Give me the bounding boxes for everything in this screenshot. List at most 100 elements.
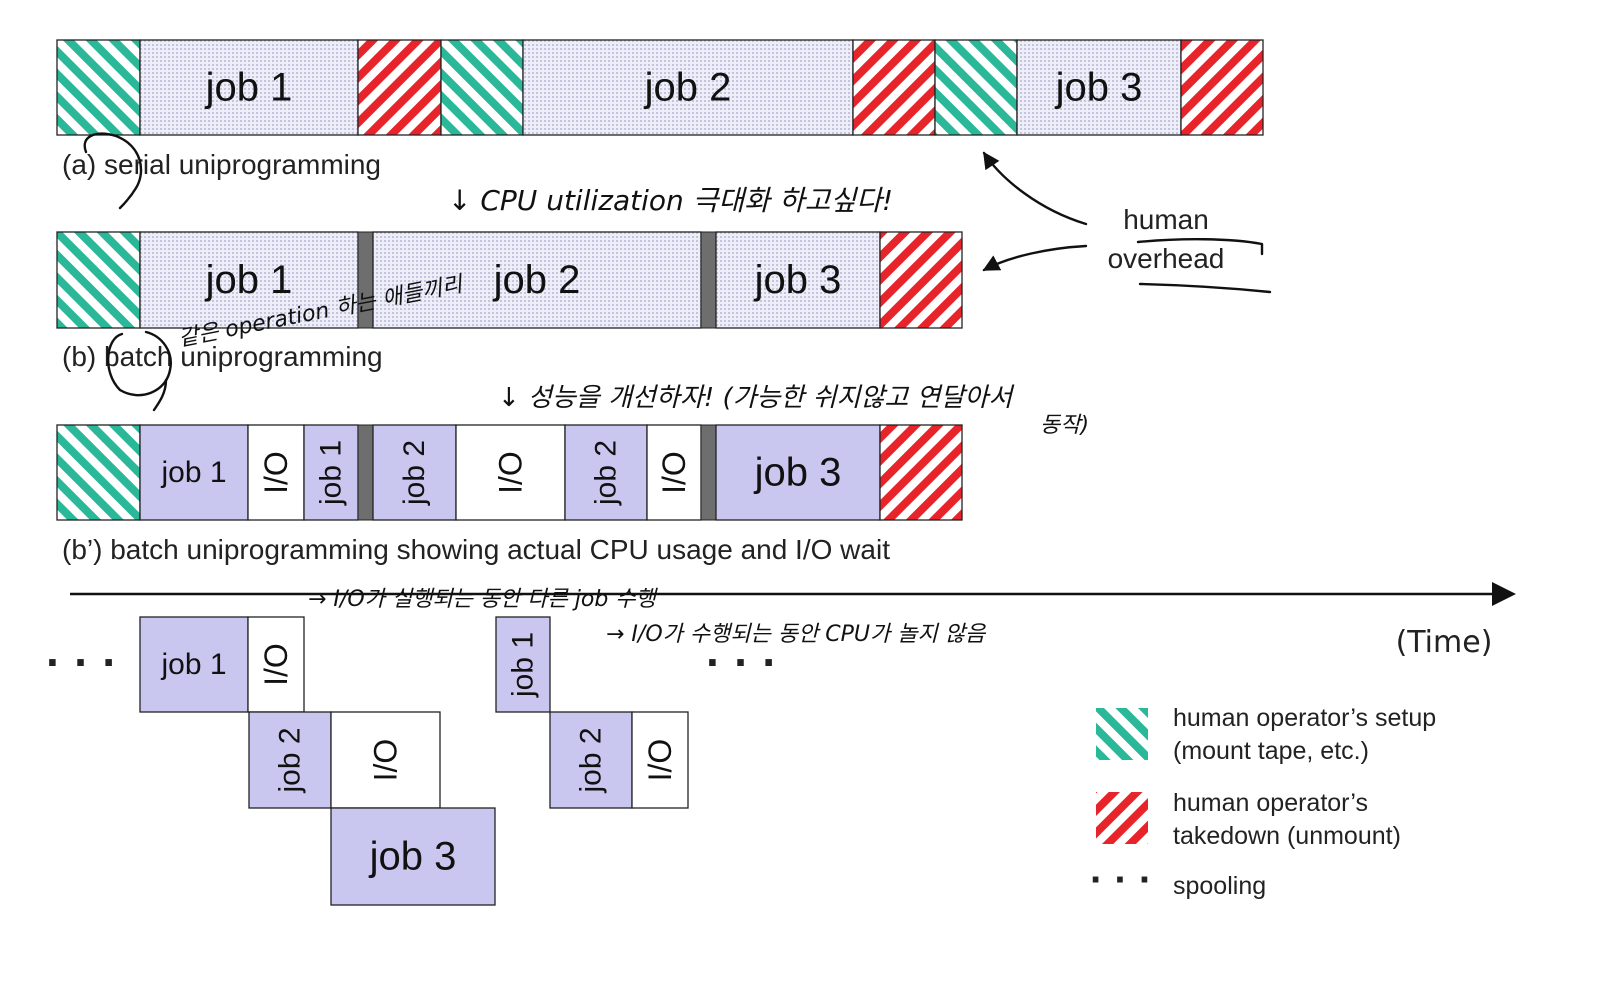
spooling-timeline-boxes: job 1 I/O job 2 I/O job 3 job 1 job 2 I/O — [139, 616, 689, 906]
io-block — [455, 424, 566, 521]
job-block — [522, 39, 854, 136]
job-label: job 1 — [205, 66, 293, 110]
segment-cpu-job-1: job 1 — [495, 616, 551, 713]
segment-cpu-job-2: job 2 — [549, 711, 633, 809]
segment-job-job-1: job 1 — [139, 39, 359, 136]
note-cpu-utilization: ↓ CPU utilization 극대화 하고싶다! — [448, 184, 893, 217]
cpu-block — [139, 616, 249, 713]
legend-spooling-label: spooling — [1173, 872, 1266, 900]
segment-setup — [934, 39, 1018, 136]
cpu-block — [139, 424, 249, 521]
cpu-label: job 1 — [315, 440, 348, 506]
segment-gap — [357, 424, 374, 521]
cpu-label: job 1 — [507, 632, 540, 698]
job-label: job 2 — [644, 66, 732, 110]
segment-job-job-3: job 3 — [1016, 39, 1182, 136]
job-block — [372, 231, 702, 329]
job-block — [139, 39, 359, 136]
gap-block — [357, 424, 374, 521]
legend-setup-line-1: human operator’s setup — [1173, 704, 1436, 732]
human-overhead-arrow-left — [982, 244, 1088, 272]
segment-cpu-job-1: job 1 — [139, 424, 249, 521]
caption-batch-cpu-io: (b’) batch uniprogramming showing actual… — [62, 534, 890, 565]
takedown-block — [852, 39, 936, 136]
row-serial-uniprogramming: job 1 job 2 job 3 — [56, 39, 1264, 136]
cpu-label: job 3 — [754, 451, 842, 495]
note-cpu-not-idle: → I/O가 수행되는 동안 CPU가 놀지 않음 — [606, 622, 987, 647]
note-performance-line-1: ↓ 성능을 개선하자! (가능한 쉬지않고 연달아서 — [498, 383, 1015, 413]
spooling-dots-left: · · · — [46, 636, 118, 688]
time-axis-label: (Time) — [1396, 625, 1493, 660]
io-label: I/O — [656, 451, 692, 494]
takedown-block — [357, 39, 442, 136]
legend-takedown-line-1: human operator’s — [1173, 789, 1368, 817]
segment-io-i-o: I/O — [247, 424, 305, 521]
caption-serial-uniprogramming: (a) serial uniprogramming — [62, 149, 381, 180]
segment-job-job-1: job 1 — [139, 231, 359, 329]
segment-cpu-job-2: job 2 — [564, 424, 648, 521]
takedown-block — [879, 424, 963, 521]
setup-block — [56, 424, 141, 521]
cpu-block — [248, 711, 332, 809]
segment-setup — [440, 39, 524, 136]
io-label: I/O — [258, 643, 294, 686]
segment-job-job-2: job 2 — [522, 39, 854, 136]
cpu-label: job 2 — [274, 727, 307, 793]
segment-setup — [56, 424, 141, 521]
cpu-label: job 2 — [575, 727, 608, 793]
segment-cpu-job-2: job 2 — [248, 711, 332, 809]
cpu-block — [372, 424, 457, 521]
segment-takedown — [357, 39, 442, 136]
takedown-block — [879, 231, 963, 329]
note-io-other-job: → I/O가 실행되는 동안 다른 job 수행 — [308, 587, 659, 612]
io-block — [330, 711, 441, 809]
ink-circle-serial — [83, 132, 143, 210]
segment-setup — [56, 231, 141, 329]
segment-setup — [56, 39, 141, 136]
cpu-label: job 3 — [369, 835, 457, 879]
job-block — [1016, 39, 1182, 136]
setup-block — [440, 39, 524, 136]
segment-takedown — [879, 424, 963, 521]
segment-takedown — [879, 231, 963, 329]
legend-takedown-swatch — [1096, 792, 1148, 844]
human-overhead-label-line-1: human — [1123, 204, 1209, 235]
setup-block — [934, 39, 1018, 136]
segment-io-i-o: I/O — [646, 424, 702, 521]
job-label: job 1 — [205, 258, 293, 302]
cpu-block — [549, 711, 633, 809]
segment-io-i-o: I/O — [330, 711, 441, 809]
io-label: I/O — [368, 739, 404, 782]
underline-ink-2 — [1138, 282, 1272, 294]
legend-setup-line-2: (mount tape, etc.) — [1173, 737, 1369, 765]
setup-block — [56, 231, 141, 329]
segment-cpu-job-2: job 2 — [372, 424, 457, 521]
segment-job-job-3: job 3 — [715, 231, 881, 329]
spooling-dots-middle: · · · — [706, 636, 778, 688]
caption-batch-uniprogramming: (b) batch uniprogramming — [62, 341, 383, 372]
underline-ink-1 — [1136, 238, 1264, 256]
gap-block — [700, 424, 717, 521]
segment-io-i-o: I/O — [455, 424, 566, 521]
cpu-block — [564, 424, 648, 521]
cpu-block — [303, 424, 359, 521]
job-block — [139, 231, 359, 329]
legend-setup-swatch — [1096, 708, 1148, 760]
cpu-label: job 1 — [160, 648, 226, 681]
segment-cpu-job-3: job 3 — [330, 807, 496, 906]
segment-gap — [700, 424, 717, 521]
io-label: I/O — [642, 739, 678, 782]
cpu-label: job 2 — [398, 440, 431, 506]
gap-block — [700, 231, 717, 329]
segment-io-i-o: I/O — [247, 616, 305, 713]
cpu-label: job 1 — [160, 456, 226, 489]
ink-circle-batch — [106, 330, 172, 397]
io-block — [247, 616, 305, 713]
job-label: job 3 — [1055, 66, 1143, 110]
io-block — [631, 711, 689, 809]
segment-cpu-job-1: job 1 — [303, 424, 359, 521]
ink-circle-batch-tail — [152, 378, 168, 412]
